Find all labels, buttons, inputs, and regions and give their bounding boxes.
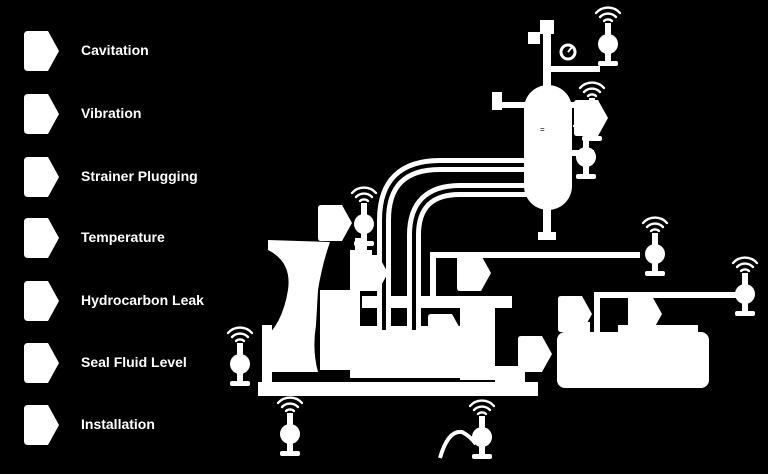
wireless-transmitter-icon (228, 328, 252, 386)
legend: Cavitation Vibration Strainer Plugging T… (24, 0, 244, 474)
legend-label: Installation (81, 416, 155, 432)
wireless-transmitter-icon (470, 401, 494, 459)
wireless-transmitter-icon (352, 188, 376, 246)
pentagon-tag-icon (24, 218, 59, 258)
legend-item-installation: Installation (24, 403, 244, 447)
monitoring-point-tag-icon (318, 205, 352, 241)
legend-label: Strainer Plugging (81, 168, 198, 184)
legend-item-temperature: Temperature (24, 216, 244, 260)
pipe-icon (377, 158, 545, 330)
monitoring-point-tag-icon (457, 255, 491, 291)
wireless-transmitter-icon (278, 398, 302, 456)
pentagon-tag-icon (24, 157, 59, 197)
pentagon-tag-icon (24, 343, 59, 383)
pentagon-tag-icon (24, 281, 59, 321)
svg-text:=: = (540, 125, 545, 134)
legend-label: Vibration (81, 105, 142, 121)
pipe-icon (438, 429, 478, 459)
legend-label: Temperature (81, 229, 165, 245)
legend-label: Hydrocarbon Leak (81, 292, 204, 308)
legend-item-hydrocarbon-leak: Hydrocarbon Leak (24, 279, 244, 323)
pump-icon (258, 238, 538, 396)
legend-item-strainer-plugging: Strainer Plugging (24, 155, 244, 199)
pentagon-tag-icon (24, 94, 59, 134)
wireless-transmitter-icon (733, 258, 757, 316)
seal-pot-icon (430, 252, 744, 388)
legend-item-vibration: Vibration (24, 92, 244, 136)
pentagon-tag-icon (24, 405, 59, 445)
pressure-gauge-icon (559, 43, 577, 61)
legend-label: Cavitation (81, 42, 149, 58)
monitoring-point-tag-icon (518, 336, 552, 372)
legend-item-cavitation: Cavitation (24, 29, 244, 73)
wireless-transmitter-icon (643, 218, 667, 276)
legend-label: Seal Fluid Level (81, 354, 187, 370)
pentagon-tag-icon (24, 31, 59, 71)
wireless-transmitter-icon (596, 8, 620, 66)
legend-item-seal-fluid-level: Seal Fluid Level (24, 341, 244, 385)
separator-vessel-icon: = (492, 20, 600, 240)
